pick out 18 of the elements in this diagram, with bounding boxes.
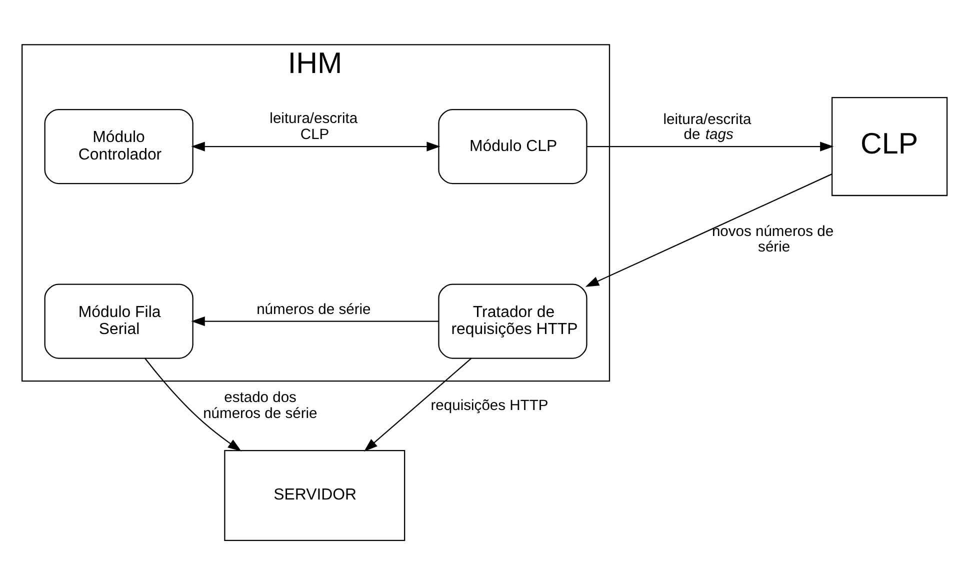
edge-label: leitura/escrita de tags bbox=[663, 112, 752, 144]
edge-label: leitura/escrita CLP bbox=[270, 111, 358, 144]
node-box: CLP bbox=[831, 97, 948, 196]
edge-label: novos números de série bbox=[712, 224, 834, 256]
node-box: Módulo CLP bbox=[438, 108, 588, 184]
arrow bbox=[191, 316, 439, 326]
edge-label: requisições HTTP bbox=[430, 398, 548, 414]
edge-label: números de série bbox=[256, 302, 371, 318]
node-box: Módulo Controlador bbox=[44, 108, 194, 184]
arrow bbox=[144, 358, 242, 452]
node-box: SERVIDOR bbox=[224, 450, 406, 542]
arrow bbox=[364, 358, 472, 452]
arrow bbox=[585, 174, 832, 287]
node-box: Tratador de requisições HTTP bbox=[438, 284, 588, 359]
node-box: Módulo Fila Serial bbox=[44, 284, 194, 359]
arrow bbox=[191, 142, 440, 152]
arrow bbox=[586, 142, 834, 152]
edge-label: estado dos números de série bbox=[203, 390, 318, 422]
